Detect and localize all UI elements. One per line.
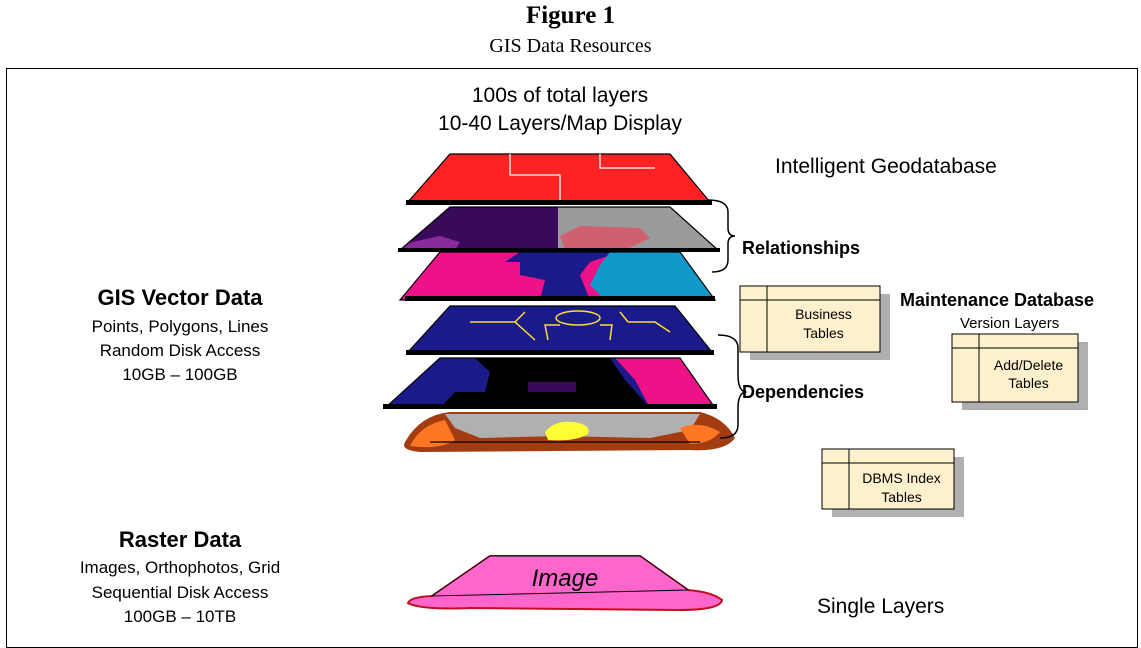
raster-line-2: Sequential Disk Access — [91, 583, 269, 602]
raster-line-3: 100GB – 10TB — [123, 607, 237, 626]
raster-title: Raster Data — [118, 527, 242, 552]
layers-per-display-label: 10-40 Layers/Map Display — [438, 112, 682, 135]
add-delete-tables-line-1: Add/Delete — [993, 357, 1064, 373]
add-delete-table-icon — [951, 333, 1088, 410]
vector-line-2: Random Disk Access — [99, 341, 261, 360]
dbms-tables-line-2: Tables — [881, 489, 922, 505]
layer-purple-gray-edge — [398, 248, 720, 252]
dbms-tables-line-1: DBMS Index — [862, 470, 941, 486]
layer-navy-network — [406, 305, 714, 355]
vector-line-1: Points, Polygons, Lines — [91, 317, 269, 336]
figure-canvas: Figure 1 GIS Data Resources — [6, 2, 1138, 648]
layer-navy-black-magenta — [385, 358, 715, 408]
raster-line-1: Images, Orthophotos, Grid — [79, 558, 281, 577]
dbms-table-icon — [821, 448, 964, 517]
figure-caption: GIS Data Resources — [489, 35, 652, 57]
intelligent-geodatabase-label: Intelligent Geodatabase — [775, 155, 997, 178]
layer-magenta-edge — [405, 296, 715, 301]
business-table-icon — [739, 285, 890, 360]
layer-brown-terrain — [404, 412, 735, 452]
dependencies-label: Dependencies — [742, 382, 865, 402]
business-tables-line-2: Tables — [803, 325, 844, 341]
relationships-bracket — [707, 199, 736, 273]
layer-magenta-navy-cyan — [400, 252, 715, 300]
diagram-graphics — [383, 153, 1088, 612]
image-label: Image — [531, 565, 599, 592]
relationships-label: Relationships — [742, 238, 861, 258]
single-layers-label: Single Layers — [817, 595, 945, 618]
maintenance-database-title: Maintenance Database — [900, 290, 1095, 310]
version-layers-label: Version Layers — [960, 315, 1060, 332]
vector-line-3: 10GB – 100GB — [122, 365, 238, 384]
business-tables-line-1: Business — [795, 306, 852, 322]
vector-title: GIS Vector Data — [97, 285, 263, 310]
add-delete-tables-line-2: Tables — [1008, 375, 1049, 391]
figure-number: Figure 1 — [525, 2, 616, 29]
layer-navy-black-edge — [383, 404, 717, 409]
dependencies-bracket — [717, 334, 748, 439]
raster-image-shape — [406, 555, 724, 612]
total-layers-label: 100s of total layers — [471, 84, 649, 107]
layer-red — [406, 153, 712, 205]
